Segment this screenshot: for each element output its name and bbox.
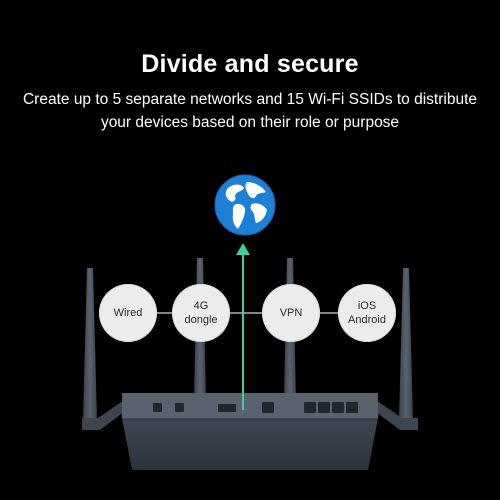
antenna-left — [83, 268, 97, 420]
antenna-mount-right — [376, 400, 418, 430]
node-label: 4G dongle — [184, 300, 218, 326]
antenna-mount-left — [82, 400, 124, 430]
page-title: Divide and secure — [141, 50, 359, 78]
network-node-4g-dongle: 4G dongle — [172, 284, 230, 342]
node-label: Wired — [113, 307, 143, 319]
antenna-right — [399, 268, 413, 420]
router-icon — [122, 393, 378, 470]
page-subtitle: Create up to 5 separate networks and 15 … — [22, 91, 478, 131]
network-node-vpn: VPN — [262, 284, 320, 342]
node-label: iOS Android — [348, 300, 386, 326]
uplink-arrow — [236, 243, 250, 410]
network-node-ios-android: iOS Android — [338, 284, 396, 342]
globe-icon — [214, 174, 276, 236]
network-node-wired: Wired — [99, 284, 157, 342]
node-label: VPN — [279, 307, 303, 319]
